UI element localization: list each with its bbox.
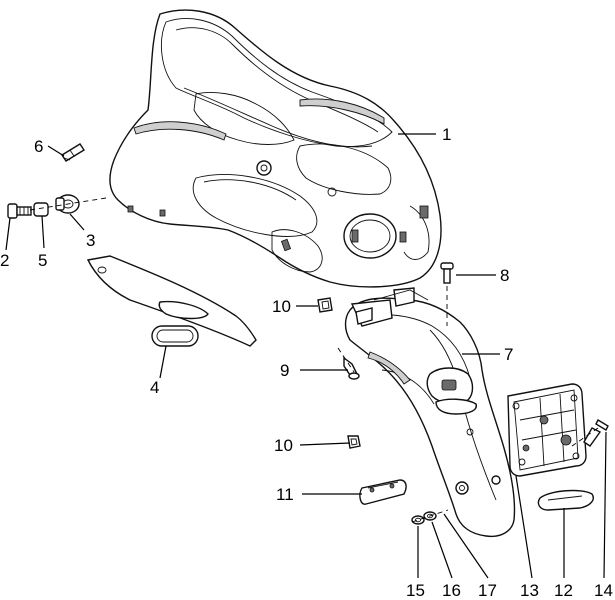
rear-mudguard-part-7 xyxy=(344,287,516,538)
leader-17 xyxy=(443,513,489,579)
reflector-part-4 xyxy=(151,325,199,347)
leader-16 xyxy=(431,521,453,579)
leader-10-lower xyxy=(299,442,351,446)
leader-14 xyxy=(603,431,607,579)
callout-5: 5 xyxy=(38,251,47,270)
leader-4 xyxy=(159,345,167,379)
washer-axis-line xyxy=(411,509,449,523)
callout-10-lower: 10 xyxy=(274,436,293,455)
leader-2 xyxy=(5,217,11,251)
callout-3: 3 xyxy=(86,231,95,250)
leader-6 xyxy=(47,145,65,157)
callout-9: 9 xyxy=(280,361,289,380)
callout-16: 16 xyxy=(442,581,461,600)
callout-4: 4 xyxy=(150,378,159,397)
leader-13 xyxy=(515,475,533,579)
trim-strip xyxy=(86,255,257,347)
reflector-part-11 xyxy=(359,479,407,505)
callout-1: 1 xyxy=(442,125,451,144)
callout-14: 14 xyxy=(594,581,613,600)
leader-5 xyxy=(41,215,45,249)
screw-part-9 xyxy=(343,356,360,380)
callout-6: 6 xyxy=(34,137,43,156)
callout-10-upper: 10 xyxy=(272,297,291,316)
reflector-part-12 xyxy=(537,489,594,511)
screw-part-8 xyxy=(440,262,454,284)
callout-12: 12 xyxy=(554,581,573,600)
spacer-part-5 xyxy=(33,202,49,217)
screw-part-14 xyxy=(583,419,609,447)
license-plate-holder-part-13 xyxy=(507,383,587,477)
clip-part-10-lower xyxy=(347,435,361,449)
clip-part-10-upper xyxy=(317,297,333,313)
leader-3 xyxy=(69,213,85,231)
callout-7: 7 xyxy=(504,345,513,364)
screw-9-axis-line xyxy=(337,347,355,373)
callout-17: 17 xyxy=(478,581,497,600)
callout-8: 8 xyxy=(500,266,509,285)
nut-part-15 xyxy=(411,515,425,525)
callout-13: 13 xyxy=(520,581,539,600)
callout-11: 11 xyxy=(276,485,294,504)
bolt-part-2 xyxy=(7,203,32,219)
screw-part-6 xyxy=(61,143,85,162)
callout-2: 2 xyxy=(0,251,9,270)
bolt-axis-line xyxy=(29,197,107,211)
rear-fairing-body xyxy=(109,9,442,288)
callout-15: 15 xyxy=(406,581,425,600)
